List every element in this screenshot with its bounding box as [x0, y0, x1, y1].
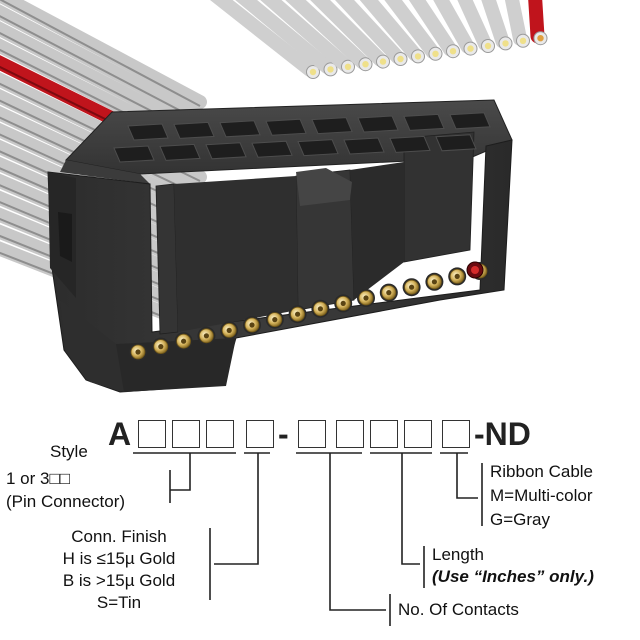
- wire-core: [379, 58, 387, 65]
- gold-contacts: [129, 262, 489, 361]
- wire-core: [484, 42, 492, 50]
- part-number: A - -ND: [104, 416, 544, 456]
- finish-h: H is ≤15µ Gold: [62, 549, 176, 568]
- socket-pocket: [357, 115, 399, 133]
- pin-box-2: [206, 420, 234, 448]
- length-note: (Use “Inches” only.): [432, 567, 594, 586]
- socket-pocket: [297, 139, 339, 157]
- cable-wire: [260, 0, 352, 72]
- length-title: Length: [432, 545, 484, 564]
- socket-pocket: [205, 142, 247, 160]
- wire-core: [327, 66, 334, 73]
- contact-hole: [135, 349, 141, 355]
- socket-pocket: [173, 121, 215, 139]
- cable-title: Ribbon Cable: [490, 462, 594, 481]
- contacts-title: No. Of Contacts: [398, 600, 519, 619]
- wire-core: [432, 50, 439, 57]
- wire-core: [449, 48, 457, 55]
- contact-hole: [431, 279, 437, 285]
- contact-hole: [272, 317, 278, 323]
- cable-wire: [457, 0, 492, 51]
- cable-multi: M=Multi-color: [490, 486, 593, 505]
- contact-hole: [409, 284, 415, 290]
- part-suffix: -ND: [474, 416, 531, 452]
- length-box-3: [404, 420, 432, 448]
- top-socket-pockets: [113, 112, 491, 163]
- cable-wire: [235, 0, 335, 75]
- cable-box: [442, 420, 470, 448]
- cable-wire-shadow: [0, 0, 201, 107]
- socket-pocket: [343, 137, 385, 155]
- wire-core: [502, 40, 509, 47]
- cable-wire: [433, 0, 475, 54]
- contact-hole: [317, 306, 323, 312]
- socket-pocket: [449, 112, 491, 130]
- socket-pocket: [113, 145, 155, 163]
- right-ribbon-cable: [210, 0, 548, 79]
- wire-core: [414, 53, 422, 60]
- pin-box-1: [172, 420, 200, 448]
- cable-wire-shadow: [0, 15, 201, 122]
- contact-hole: [454, 273, 460, 279]
- style-option: 1 or 3□□: [6, 469, 71, 488]
- contact-hole: [158, 344, 164, 350]
- socket-pocket: [435, 134, 477, 152]
- part-dash: -: [278, 416, 289, 452]
- cable-wire: [528, 0, 545, 44]
- contact-hole: [226, 327, 232, 333]
- part-prefix: A: [108, 416, 132, 452]
- style-box: [138, 420, 166, 448]
- contact-hole: [340, 300, 346, 306]
- wire-core: [344, 63, 352, 70]
- cable-wire: [285, 0, 370, 70]
- cable-wire: [0, 4, 207, 124]
- socket-pocket: [389, 135, 431, 153]
- socket-pocket: [265, 118, 307, 136]
- contact-hole: [295, 311, 301, 317]
- style-note: (Pin Connector): [6, 492, 126, 511]
- cable-wire: [408, 0, 457, 57]
- wire-core: [397, 55, 404, 63]
- socket-pocket: [219, 120, 261, 138]
- length-box-1: [336, 420, 364, 448]
- finish-b: B is >15µ Gold: [62, 571, 176, 590]
- wire-core: [519, 37, 527, 44]
- style-title: Style: [50, 442, 88, 461]
- contact-hole: [363, 295, 369, 301]
- finish-title: Conn. Finish: [71, 527, 167, 546]
- socket-pocket: [127, 123, 169, 141]
- contact-hole: [181, 338, 187, 344]
- socket-pocket: [311, 117, 353, 135]
- wire-core: [362, 60, 369, 68]
- socket-pocket: [159, 143, 201, 161]
- socket-pocket: [251, 140, 293, 158]
- wire-core: [467, 45, 474, 52]
- contact-hole: [249, 322, 255, 328]
- wire-core: [537, 35, 544, 42]
- cable-wire: [0, 0, 207, 109]
- length-box-2: [370, 420, 398, 448]
- finish-box: [246, 420, 274, 448]
- contact-hole: [386, 290, 392, 296]
- legend-leader-lines: [133, 452, 483, 626]
- cable-gray: G=Gray: [490, 510, 550, 529]
- contact-hole: [203, 333, 209, 339]
- contacts-box: [298, 420, 326, 448]
- cable-wire: [335, 0, 405, 64]
- cable-wire: [210, 0, 317, 77]
- cable-wire: [384, 0, 440, 59]
- cable-wire: [359, 0, 422, 62]
- wire-core: [309, 68, 317, 76]
- connector-housing: [47, 99, 513, 393]
- cable-wire: [310, 0, 387, 67]
- cable-wire: [504, 0, 527, 46]
- finish-s: S=Tin: [96, 593, 142, 612]
- cable-wire: [481, 0, 510, 49]
- socket-pocket: [403, 113, 445, 131]
